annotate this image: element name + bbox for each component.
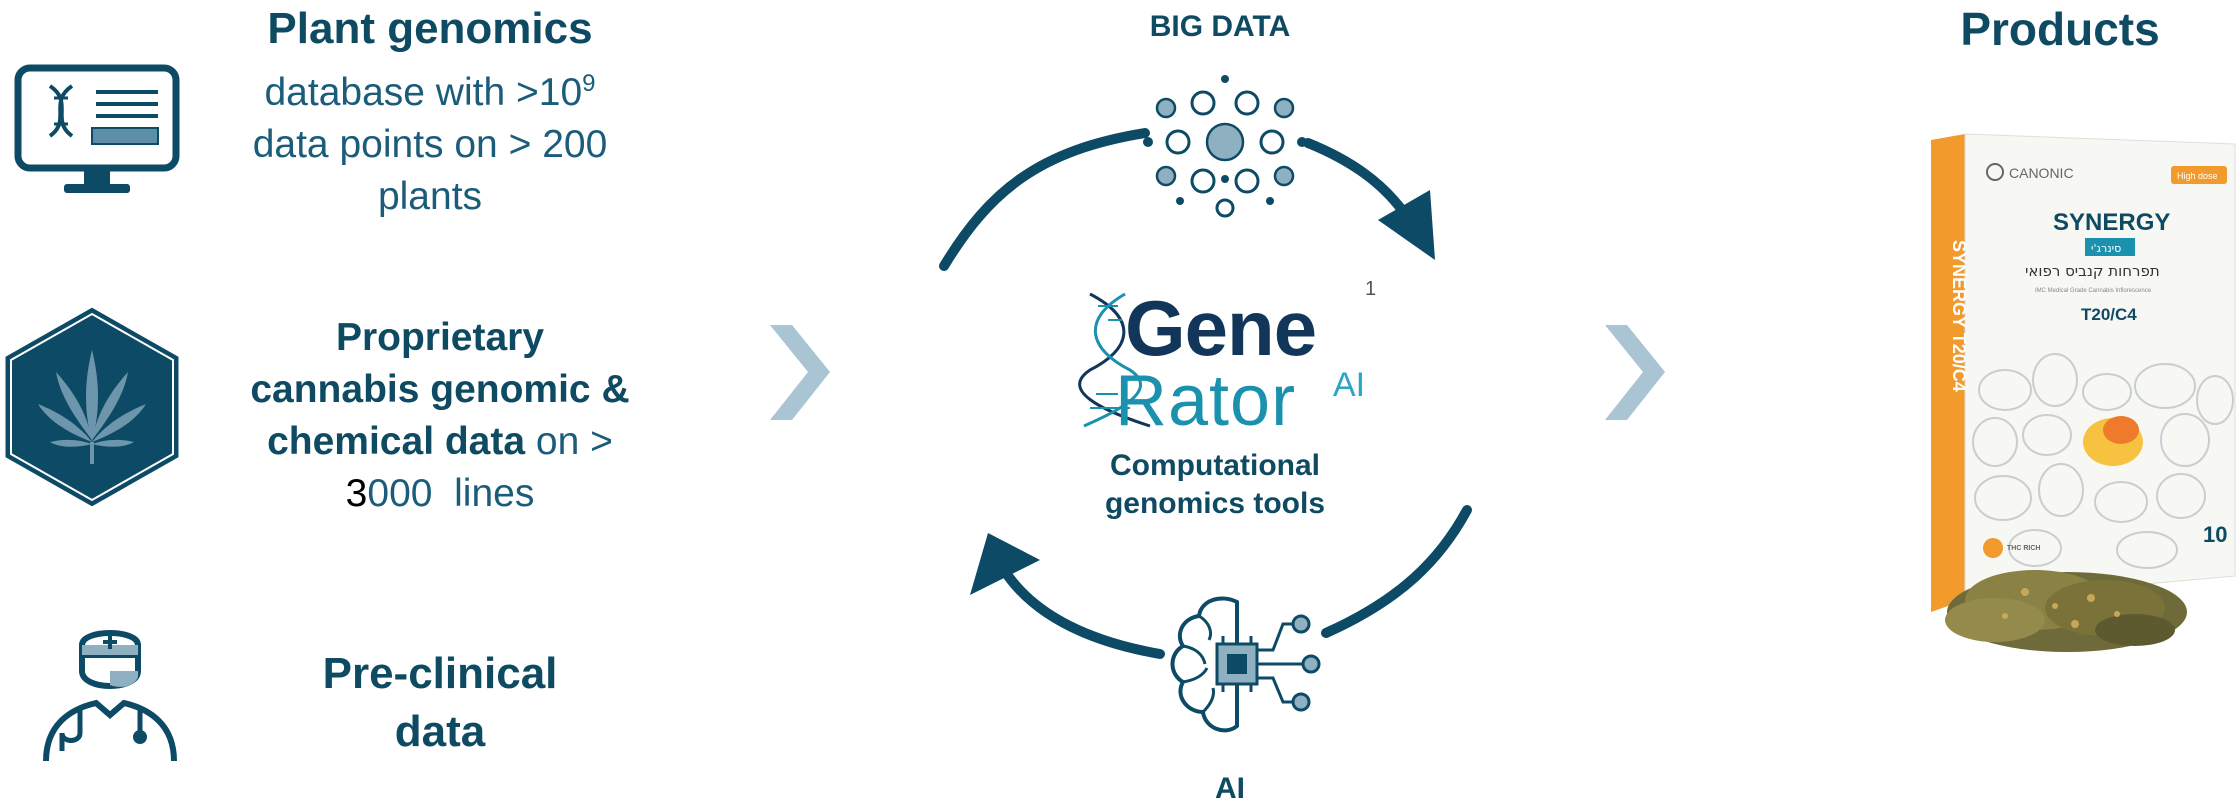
footnote-marker: 1 xyxy=(1365,278,1377,300)
plant-genomics-block: Plant genomics database with >109 data p… xyxy=(220,0,640,223)
package-hebrew-line: תפרחות קנביס רפואי xyxy=(2025,262,2160,280)
cycle-arc-bottom-left xyxy=(999,565,1165,659)
arrowhead-right xyxy=(1378,190,1435,260)
cannabis-genomic-line: cannabis genomic & xyxy=(250,368,630,411)
cycle-arc-top-right xyxy=(1303,138,1410,219)
plant-genomics-description: database with >109 data points on > 200 … xyxy=(220,58,640,223)
cannabis-leaf-hexagon-icon xyxy=(2,304,182,510)
preclinical-line: Pre-clinical xyxy=(322,649,558,698)
chevron-right-icon xyxy=(770,325,830,420)
synergy-product-package: CANONIC High dose SYNERGY סינרג'י תפרחות… xyxy=(1931,133,2236,652)
proprietary-line: Proprietary xyxy=(335,316,545,359)
chemical-data-suffix: on > xyxy=(525,420,613,463)
big-data-label: BIG DATA xyxy=(1149,10,1291,43)
preclinical-block: Pre-clinical data xyxy=(280,645,600,761)
cycle-arc-bottom-right xyxy=(1321,505,1472,638)
logo-rator-word: Rator xyxy=(1115,361,1297,441)
chevron-right-icon xyxy=(1605,325,1665,420)
cycle-arrows xyxy=(939,128,1472,659)
ai-label: AI xyxy=(1215,772,1245,805)
proprietary-data-block: Proprietary cannabis genomic & chemical … xyxy=(225,312,655,520)
package-thc-badge: THC RICH xyxy=(2007,545,2040,552)
network-dots-icon xyxy=(1143,75,1307,218)
database-line: database with >10 xyxy=(264,71,583,114)
package-product-name: SYNERGY xyxy=(2053,209,2170,236)
package-strain-code: T20/C4 xyxy=(2081,305,2137,324)
lines-count-rest: 000 lines xyxy=(367,472,535,515)
package-product-sub: סינרג'י xyxy=(2091,242,2121,255)
computational-line: Computational xyxy=(1110,449,1320,482)
preclinical-data-line: data xyxy=(394,707,486,756)
computational-genomics-label: Computational genomics tools xyxy=(1060,447,1370,523)
products-title: Products xyxy=(1960,3,2160,55)
package-weight: 10 xyxy=(2203,522,2227,547)
lines-count-digit: 3 xyxy=(345,472,368,515)
arrowhead-left xyxy=(970,533,1040,595)
logo-gene-word: Gene xyxy=(1125,284,1317,372)
brain-chip-icon xyxy=(1170,596,1321,733)
genomics-tools-line: genomics tools xyxy=(1104,487,1326,520)
logo-ai-superscript: AI xyxy=(1333,366,1366,404)
cannabis-bud-image xyxy=(1945,570,2187,652)
data-points-line: data points on > 200 xyxy=(252,123,608,166)
dna-monitor-icon xyxy=(14,64,180,193)
doctor-icon xyxy=(43,630,177,762)
cycle-arc-top-left xyxy=(939,128,1150,271)
exponent: 9 xyxy=(582,70,596,97)
chemical-data-bold: chemical data xyxy=(267,420,526,463)
package-spine-text: SYNERGY T20/C4 xyxy=(1949,240,1969,392)
package-brand: CANONIC xyxy=(2009,165,2074,181)
dna-helix-logo-icon xyxy=(1078,292,1151,428)
package-small-line: IMC Medical Grade Cannabis Inflorescence xyxy=(2035,288,2152,294)
package-corner-badge: High dose xyxy=(2177,171,2218,181)
plant-genomics-title: Plant genomics xyxy=(267,4,593,53)
plants-line: plants xyxy=(377,175,483,218)
